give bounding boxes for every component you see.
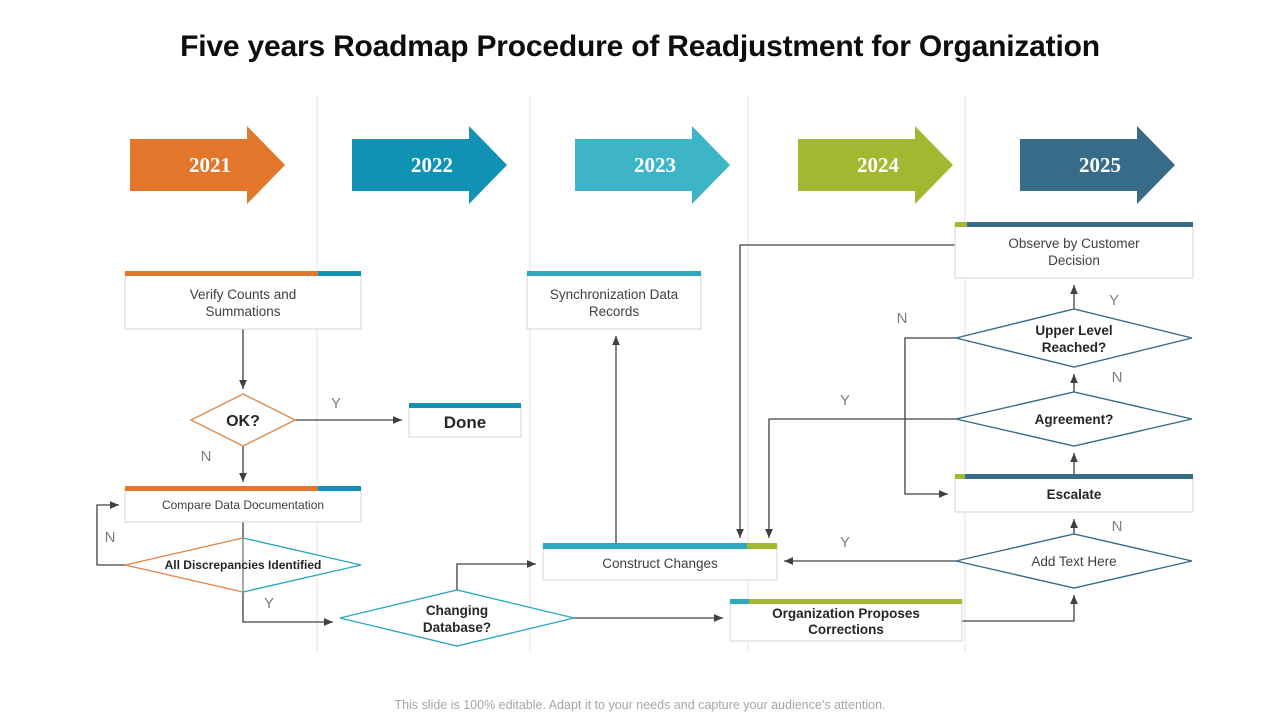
timeline-arrow-2022[interactable]: 2022 [352, 126, 507, 204]
edge-org-proposes-to-add-text [962, 595, 1078, 622]
node-all-discrepancies-label: All Discrepancies Identified [165, 558, 322, 572]
edge-changing-db-to-construct [456, 560, 536, 590]
label-agreement-yes: Y [840, 392, 850, 409]
edge-agreement-yes-to-construct [765, 418, 956, 538]
node-changing-database-line1: Changing [426, 603, 488, 618]
timeline-arrow-2023[interactable]: 2023 [575, 126, 730, 204]
timeline-arrow-2024-label: 2024 [857, 153, 900, 177]
label-add-text-yes: Y [840, 534, 850, 551]
edge-labels: Y N N Y Y N N Y N Y [105, 292, 1123, 612]
label-agreement-no: N [1112, 369, 1123, 386]
node-sync-data-line2: Records [589, 304, 640, 319]
footer-note: This slide is 100% editable. Adapt it to… [394, 698, 886, 712]
node-escalate[interactable]: Escalate [954, 474, 1194, 513]
node-compare-data[interactable]: Compare Data Documentation [124, 486, 362, 523]
node-changing-database-line2: Database? [423, 620, 491, 635]
node-observe-customer-line2: Decision [1048, 253, 1100, 268]
node-compare-data-label: Compare Data Documentation [162, 498, 324, 512]
node-verify-counts[interactable]: Verify Counts and Summations [124, 271, 362, 330]
node-upper-level-line2: Reached? [1042, 340, 1107, 355]
node-construct-changes[interactable]: Construct Changes [542, 543, 778, 581]
label-add-text-no: N [1112, 518, 1123, 535]
node-org-proposes-line1: Organization Proposes [772, 606, 920, 621]
timeline-arrow-2025[interactable]: 2025 [1020, 126, 1175, 204]
node-verify-counts-line1: Verify Counts and [190, 287, 297, 302]
timeline-arrow-2023-label: 2023 [634, 153, 676, 177]
page-title: Five years Roadmap Procedure of Readjust… [180, 30, 1100, 63]
edge-discrepancies-no-loop [96, 501, 125, 566]
node-done-label: Done [444, 413, 487, 432]
edge-upper-level-no-to-escalate [904, 337, 956, 498]
node-changing-database[interactable]: Changing Database? [339, 589, 575, 647]
timeline-arrow-2022-label: 2022 [411, 153, 453, 177]
node-escalate-label: Escalate [1047, 487, 1102, 502]
connectors [96, 244, 1078, 626]
timeline-arrow-2024[interactable]: 2024 [798, 126, 953, 204]
node-ok-decision-label: OK? [226, 413, 260, 430]
label-upper-level-yes: Y [1109, 292, 1119, 309]
node-org-proposes-line2: Corrections [808, 622, 884, 637]
node-org-proposes[interactable]: Organization Proposes Corrections [729, 599, 963, 642]
node-sync-data-line1: Synchronization Data [550, 287, 679, 302]
node-add-text-here[interactable]: Add Text Here [955, 533, 1193, 589]
timeline-arrow-2025-label: 2025 [1079, 153, 1121, 177]
node-observe-customer-line1: Observe by Customer [1008, 236, 1140, 251]
label-upper-level-no: N [897, 310, 908, 327]
label-ok-yes: Y [331, 395, 341, 412]
node-upper-level[interactable]: Upper Level Reached? [955, 308, 1193, 368]
edge-discrepancies-yes-to-changing-db [242, 592, 333, 626]
node-add-text-here-label: Add Text Here [1031, 554, 1116, 569]
node-agreement[interactable]: Agreement? [955, 391, 1193, 447]
node-verify-counts-line2: Summations [205, 304, 280, 319]
timeline-arrow-2021-label: 2021 [189, 153, 231, 177]
edge-observe-to-construct [736, 244, 955, 538]
label-discrepancies-no: N [105, 529, 116, 546]
timeline-arrow-2021[interactable]: 2021 [130, 126, 285, 204]
node-agreement-label: Agreement? [1035, 412, 1114, 427]
node-done[interactable]: Done [408, 403, 522, 438]
node-ok-decision[interactable]: OK? [189, 393, 297, 447]
node-upper-level-line1: Upper Level [1035, 323, 1112, 338]
label-ok-no: N [201, 448, 212, 465]
node-construct-changes-label: Construct Changes [602, 556, 718, 571]
node-observe-customer[interactable]: Observe by Customer Decision [954, 222, 1194, 279]
node-sync-data[interactable]: Synchronization Data Records [526, 271, 702, 330]
node-all-discrepancies[interactable]: All Discrepancies Identified [124, 537, 362, 593]
label-discrepancies-yes: Y [264, 595, 274, 612]
